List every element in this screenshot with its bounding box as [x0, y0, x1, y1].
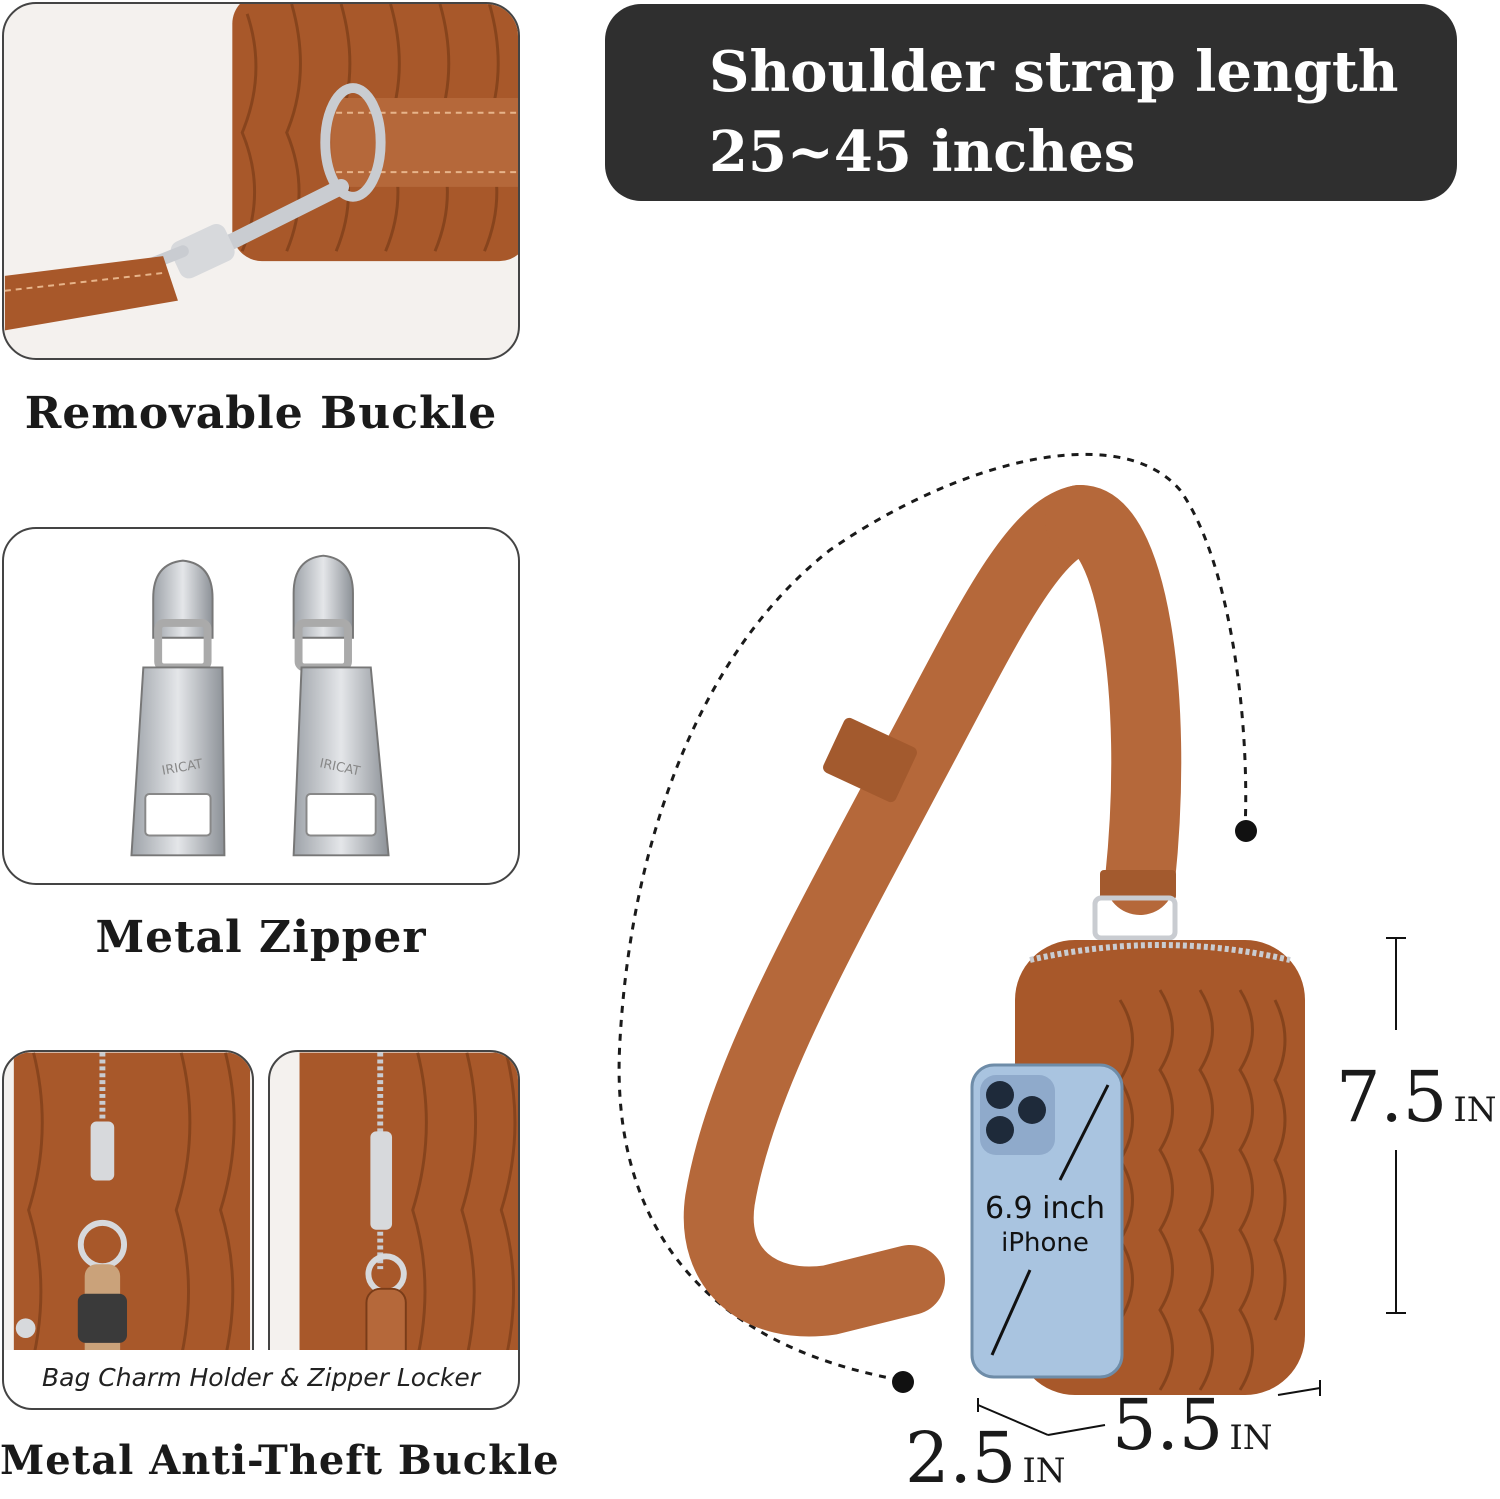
zipper-pull-right: IRICAT	[292, 554, 390, 857]
removable-buckle-panel	[2, 2, 520, 360]
strap-length-banner: Shoulder strap length 25~45 inches	[605, 4, 1457, 201]
banner-line-1: Shoulder strap length	[709, 39, 1399, 105]
bag-charm-label: Bag Charm Holder & Zipper Locker	[2, 1350, 520, 1410]
bag-charm-holder-panel	[2, 1050, 254, 1380]
phone-size: 6.9 inch	[984, 1191, 1106, 1226]
strap-length-dotted-path	[617, 452, 1248, 1382]
phone-size-label: 6.9 inch iPhone	[975, 1192, 1115, 1260]
height-value: 7.5	[1336, 1056, 1448, 1138]
anti-theft-caption: Metal Anti-Theft Buckle	[0, 1437, 560, 1484]
zipper-locker-illustration	[299, 1052, 518, 1378]
zipper-locker-panel	[268, 1050, 520, 1380]
width-unit: IN	[1229, 1418, 1273, 1458]
sling-bag-illustration	[617, 452, 1406, 1436]
phone-model: iPhone	[1001, 1228, 1089, 1258]
height-unit: IN	[1453, 1090, 1497, 1130]
zipper-pull-left: IRICAT	[130, 559, 226, 857]
strap-end-dot-top	[1235, 820, 1257, 842]
strap-end-dot-bottom	[892, 1371, 914, 1393]
zipper-pulls-illustration: IRICAT IRICAT	[130, 554, 390, 857]
svg-text:IRICAT: IRICAT	[161, 757, 204, 779]
bag-charm-illustration	[13, 1052, 251, 1378]
buckle-illustration	[4, 4, 518, 331]
width-value: 5.5	[1112, 1384, 1224, 1466]
strap	[683, 485, 1115, 1337]
metal-zipper-caption: Metal Zipper	[95, 912, 427, 963]
banner-line-2: 25~45 inches	[709, 119, 1136, 185]
depth-value: 2.5	[905, 1417, 1017, 1499]
removable-buckle-caption: Removable Buckle	[24, 388, 498, 439]
metal-zipper-panel: IRICAT IRICAT	[2, 527, 520, 885]
depth-unit: IN	[1022, 1451, 1066, 1491]
